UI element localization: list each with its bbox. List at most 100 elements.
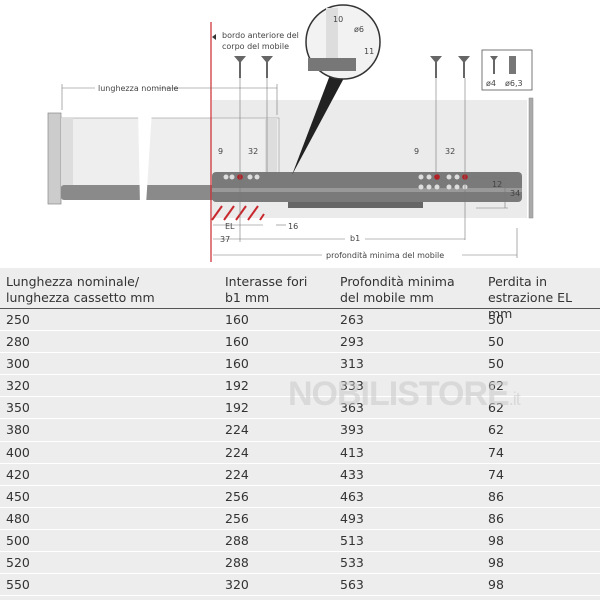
dim-32-rear: 32	[445, 147, 455, 156]
dim-10: 10	[333, 15, 343, 24]
table-row: 450 256 463 86	[0, 486, 600, 508]
screw-size-4: ø4	[486, 79, 496, 88]
nominal-length-label: lunghezza nominale	[98, 84, 178, 93]
drawer-front	[47, 112, 62, 205]
min-depth-label: profondità minima del mobile	[326, 251, 444, 260]
front-edge-label-2: corpo del mobile	[222, 42, 289, 51]
table-cell: 320	[6, 378, 30, 394]
table-cell: 98	[488, 532, 504, 548]
cabinet-front-hatch	[211, 205, 265, 221]
table-row: 400 224 413 74	[0, 442, 600, 464]
dim-9-rear: 9	[414, 147, 419, 156]
table-cell: 50	[488, 312, 504, 327]
table-cell: 280	[6, 334, 30, 350]
dim-el: EL	[225, 222, 235, 231]
table-cell: 380	[6, 422, 30, 438]
table-row: 380 224 393 62	[0, 419, 600, 442]
table-cell: 500	[6, 532, 30, 548]
table-cell: 293	[340, 334, 364, 350]
table-header: Lunghezza nominale/lunghezza cassetto mm…	[0, 268, 600, 321]
runner-holes-front	[223, 174, 260, 180]
table-cell: 363	[340, 400, 364, 416]
dimensions-table: Lunghezza nominale/lunghezza cassetto mm…	[0, 268, 600, 600]
table-row: 280 160 293 50	[0, 331, 600, 354]
table-cell: 224	[225, 422, 249, 438]
table-cell: 393	[340, 422, 364, 438]
table-cell: 192	[225, 378, 249, 394]
table-cell: 250	[6, 312, 30, 327]
table-cell: 563	[340, 577, 364, 593]
table-cell: 50	[488, 356, 504, 372]
table-cell: 288	[225, 532, 249, 548]
table-cell: 493	[340, 510, 364, 526]
table-cell: 413	[340, 444, 364, 460]
screw-legend	[481, 49, 533, 91]
table-row: 520 288 533 98	[0, 552, 600, 575]
table-row: 480 256 493 86	[0, 508, 600, 530]
dim-32-front: 32	[248, 147, 258, 156]
table-cell: 463	[340, 488, 364, 504]
table-cell: 550	[6, 577, 30, 593]
dim-34: 34	[510, 189, 520, 198]
table-cell: 513	[340, 532, 364, 548]
table-cell: 400	[6, 444, 30, 460]
dim-b1: b1	[350, 234, 360, 243]
screw-icons	[234, 56, 470, 78]
table-cell: 420	[6, 466, 30, 482]
table-cell: 98	[488, 577, 504, 593]
dim-11: 11	[364, 47, 374, 56]
table-cell: 256	[225, 510, 249, 526]
table-cell: 320	[225, 577, 249, 593]
table-cell: 50	[488, 334, 504, 350]
table-cell: 160	[225, 356, 249, 372]
table-cell: 74	[488, 466, 504, 482]
watermark-suffix: .it	[508, 389, 521, 409]
dim-37: 37	[220, 235, 230, 244]
dim-16: 16	[288, 222, 298, 231]
table-row: 550 320 563 98	[0, 574, 600, 597]
table-cell: 62	[488, 400, 504, 416]
dim-6: ø6	[354, 25, 364, 34]
table-cell: 224	[225, 466, 249, 482]
watermark-logo: NOBILISTORE.it	[288, 375, 521, 414]
table-cell: 86	[488, 488, 504, 504]
table-cell: 86	[488, 510, 504, 526]
table-cell: 62	[488, 378, 504, 394]
watermark-main: NOBILISTORE	[288, 375, 510, 413]
table-cell: 224	[225, 444, 249, 460]
table-cell: 288	[225, 555, 249, 571]
table-row: 250 160 263 50	[0, 309, 600, 332]
table-cell: 480	[6, 510, 30, 526]
table-cell: 256	[225, 488, 249, 504]
table-cell: 192	[225, 400, 249, 416]
screw-size-63: ø6,3	[505, 79, 523, 88]
table-cell: 62	[488, 422, 504, 438]
table-cell: 74	[488, 444, 504, 460]
header-nominal-length: Lunghezza nominale/lunghezza cassetto mm	[6, 274, 155, 305]
table-cell: 520	[6, 555, 30, 571]
table-row: 500 288 513 98	[0, 530, 600, 553]
table-cell: 160	[225, 312, 249, 327]
table-cell: 160	[225, 334, 249, 350]
table-cell: 313	[340, 356, 364, 372]
dim-12: 12	[492, 180, 502, 189]
table-row: 300 160 313 50	[0, 353, 600, 376]
table-cell: 450	[6, 488, 30, 504]
drawer-runner-diagram: bordo anteriore del corpo del mobile lun…	[47, 4, 534, 262]
table-cell: 300	[6, 356, 30, 372]
table-cell: 350	[6, 400, 30, 416]
table-cell: 333	[340, 378, 364, 394]
table-cell: 433	[340, 466, 364, 482]
table-cell: 98	[488, 555, 504, 571]
dim-9-front: 9	[218, 147, 223, 156]
table-row: 320 192 333 62	[0, 375, 600, 398]
table-row: 350 192 363 62	[0, 397, 600, 420]
table-cell: 533	[340, 555, 364, 571]
cabinet-back-wall	[528, 97, 534, 219]
runner	[212, 172, 522, 202]
table-cell: 263	[340, 312, 364, 327]
table-row: 420 224 433 74	[0, 464, 600, 486]
